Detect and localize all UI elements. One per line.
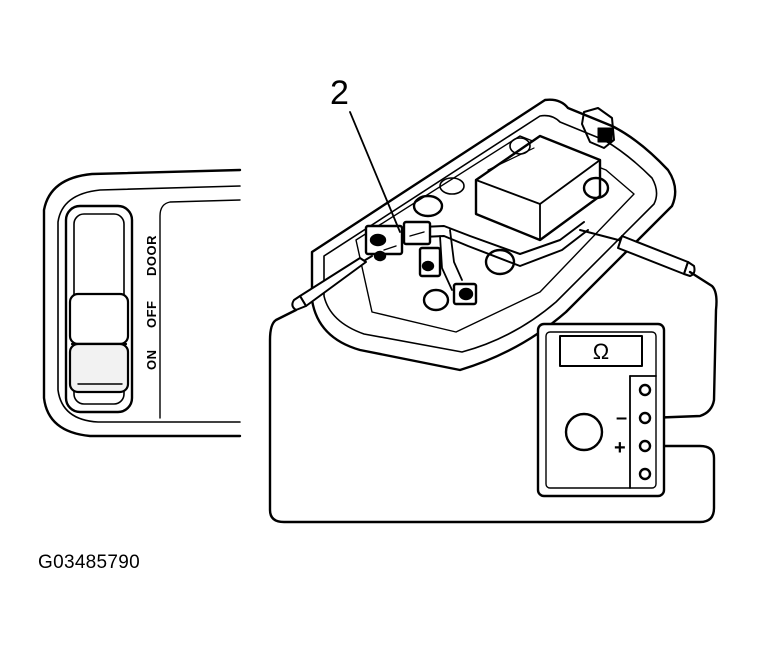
meter-display-symbol: Ω bbox=[593, 339, 609, 364]
multimeter-display bbox=[559, 335, 643, 367]
lamp-housing bbox=[310, 98, 677, 372]
figure-id: G03485790 bbox=[38, 552, 141, 573]
jack-plus bbox=[638, 439, 652, 453]
negative-lead bbox=[646, 270, 718, 420]
meter-minus-sign: – bbox=[616, 407, 627, 429]
switch-label-on: ON bbox=[144, 350, 159, 371]
right-probe bbox=[579, 229, 696, 277]
callout-number: 2 bbox=[330, 74, 349, 112]
jack-minus bbox=[638, 411, 652, 425]
switch-panel-closeup bbox=[42, 168, 242, 438]
switch-bezel bbox=[64, 204, 134, 414]
positive-lead bbox=[268, 308, 716, 524]
multimeter bbox=[536, 322, 666, 498]
left-probe bbox=[291, 255, 373, 311]
jack-1 bbox=[638, 383, 652, 397]
relay-block bbox=[474, 134, 602, 242]
meter-plus-sign: + bbox=[614, 437, 626, 459]
switch-label-door: DOOR bbox=[144, 235, 159, 276]
switch-label-off: OFF bbox=[144, 301, 159, 329]
rotary-dial bbox=[564, 412, 604, 452]
callout-leader-line bbox=[349, 111, 401, 233]
jack-4 bbox=[638, 467, 652, 481]
switch-knob bbox=[68, 292, 130, 346]
